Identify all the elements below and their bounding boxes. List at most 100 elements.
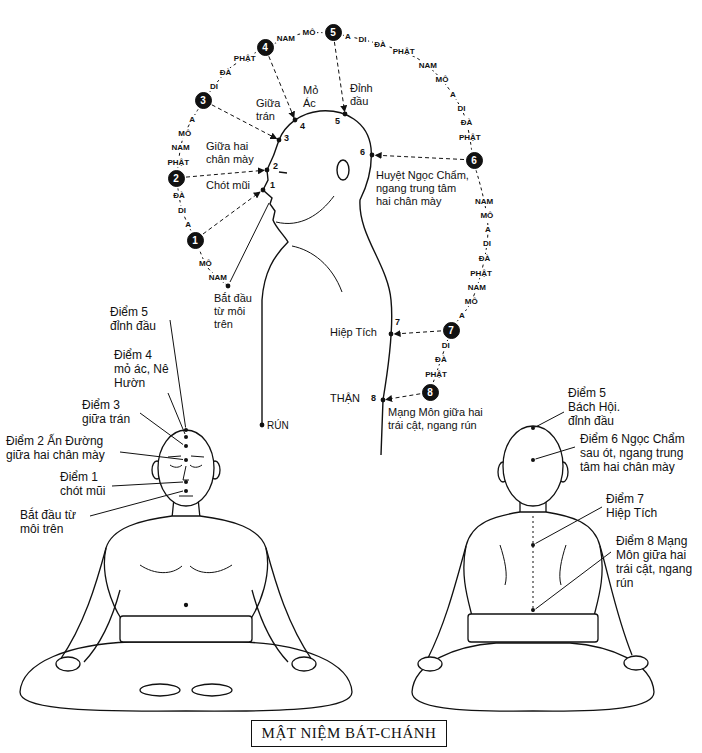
mantra-syllable: PHẬT [469,269,493,278]
point-dot [293,118,298,123]
callout-number: 3 [195,92,212,109]
point-label: Bắt đầu từ môi trên [214,292,260,331]
shoulder-line [292,246,342,292]
point-number: 3 [284,134,289,143]
organ-label: THẬN [330,392,360,405]
point-number: 6 [360,148,365,157]
head [503,426,563,506]
leader-line [168,393,185,434]
mantra-syllable: MÔ [302,28,317,37]
shoulder-blade [500,545,566,585]
mantra-syllable: A [188,115,196,124]
callout-number: 5 [325,24,342,41]
leader-line [536,552,612,609]
circle-fill [187,232,203,248]
mantra-syllable: MÔ [434,75,449,84]
callout-number: 1 [187,232,204,249]
spine [533,516,534,612]
mantra-syllable: ĐÀ [434,355,448,364]
point-number: 5 [335,117,340,126]
mantra-path [210,52,256,92]
hand [624,656,648,670]
profile-figure [262,111,392,455]
waist-band [120,616,252,642]
figure-leaders [90,320,611,609]
point-label: RÚN [267,420,289,432]
mantra-syllable: DI [209,82,219,91]
face [168,456,204,496]
point-dot [389,332,394,337]
waist-band [468,614,598,642]
mantra-syllable: NAM [467,283,487,292]
point-circle: 6 [466,152,483,169]
mantra-syllable: NAM [474,197,494,206]
point-dot [531,426,535,430]
eye [279,172,287,173]
point-circle: 2 [168,170,185,187]
mantra-path [343,35,472,150]
point-number: 1 [270,181,275,190]
point-dot [184,458,188,462]
point-number: 7 [395,318,400,327]
callout-label: Điểm 7 Hiệp Tích [606,492,666,520]
arm [84,590,120,662]
point-circle: 8 [422,384,439,401]
callout-label: Điểm 3 giữa trán [82,398,138,426]
mantra-syllable: DI [482,239,492,248]
leader-arrow [376,155,465,159]
callout-label: Điểm 1 chót mũi [60,470,110,498]
hand [418,657,442,671]
jaw-line [276,196,334,223]
mantra-syllable: PHẬT [458,133,482,142]
circle-fill [257,39,273,55]
point-dot [277,138,282,143]
arm [60,548,106,660]
point-dot [184,428,188,432]
mantra-syllable: MÔ [464,297,479,306]
point-label: Giữa hai chân mày [206,140,264,166]
mantra-syllable: DI [441,341,451,350]
ear [337,160,349,180]
mantra-syllable: ĐÀ [373,40,387,49]
figure-dots [184,426,535,612]
callout-label: Điểm 8 Mạng Môn giữa hai trái cật, ngang… [616,534,698,590]
body-outline [262,111,392,455]
mantra-syllable: A [458,311,466,320]
leader-arrow [395,331,442,334]
callout-number: 4 [257,39,274,56]
callout-label: Điểm 2 Ấn Đường giữa hai chân mày [6,434,118,462]
mantra-syllable: PHẬT [424,370,448,379]
mantra-syllable: A [344,32,352,41]
point-number: 4 [300,122,305,131]
mantra-syllable: ĐÀ [172,191,186,200]
mantra-syllable: NAM [208,273,228,282]
circle-fill [325,24,341,40]
legs [20,642,352,711]
hand [56,657,80,671]
torso [104,516,267,620]
mantra-syllable: ĐÀ [219,68,233,77]
point-label: Huyệt Ngọc Chẩm, ngang trung tâm hai châ… [376,169,472,208]
leader-line [536,507,603,544]
point-dot [184,444,188,448]
point-dot [184,489,188,493]
point-label: Mạng Môn giữa hai trái cật, ngang rún [388,406,488,432]
mantra-syllable: DI [358,35,368,44]
circle-fill [168,170,184,186]
point-circle: 1 [187,232,204,249]
circle-fill [466,152,482,168]
point-label: Mỏ Ác [303,84,327,110]
legs [412,643,654,711]
leader-line [230,203,269,282]
leader-arrow [334,42,344,112]
callout-number: 2 [168,170,185,187]
mantra-syllable: PHẬT [233,54,257,63]
point-dot [184,435,188,439]
mantra-syllable: NAM [170,143,190,152]
caption-box: MẬT NIỆM BÁT-CHÁNH [251,720,448,747]
mantra-syllable: ĐÀ [478,254,492,263]
mantra-syllable: MÔ [198,259,213,268]
point-dot [370,153,375,158]
